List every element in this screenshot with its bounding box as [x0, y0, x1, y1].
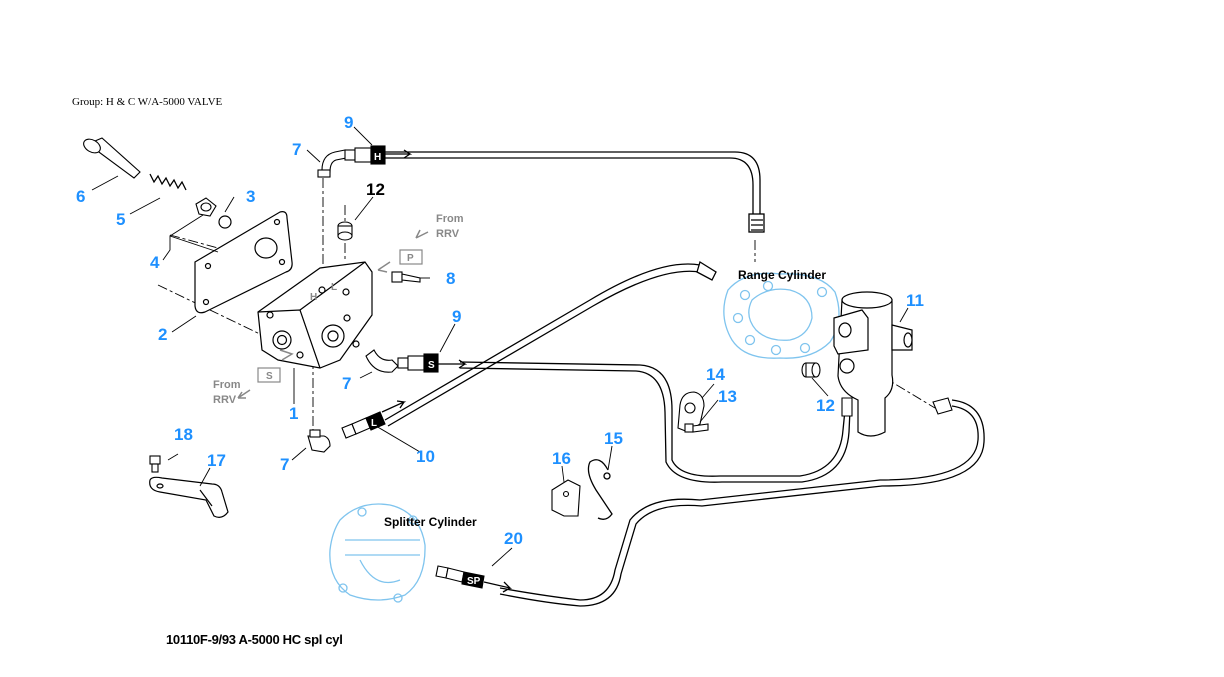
callout-10: 10	[416, 447, 435, 466]
callout-16: 16	[552, 449, 571, 468]
callout-2: 2	[158, 325, 167, 344]
hose-s-arrow	[438, 359, 468, 369]
hose-h-arrow	[385, 149, 413, 159]
callout-7-top: 7	[292, 140, 301, 159]
callout-17: 17	[207, 451, 226, 470]
part-10-fitting	[341, 411, 386, 439]
hose-tag-l: L	[371, 418, 377, 429]
part-12-plug-top	[337, 221, 353, 241]
port-s-label: S	[266, 371, 273, 382]
callout-9-middle: 9	[452, 307, 461, 326]
part-3-oring	[218, 215, 232, 229]
splitter-cylinder-label: Splitter Cylinder	[384, 515, 477, 529]
port-l-label: L	[331, 282, 337, 293]
callout-7-middle: 7	[342, 374, 351, 393]
hose-sp-arrow	[483, 581, 513, 593]
group-label: Group: H & C W/A-5000 VALVE	[72, 96, 223, 108]
callout-7-bottom: 7	[280, 455, 289, 474]
part-7-elbow-middle	[365, 349, 399, 373]
hose-s	[459, 361, 851, 483]
hose-l-arrow	[381, 400, 407, 413]
part-13-bolt	[684, 423, 709, 433]
hose-s-end-fitting	[841, 397, 853, 417]
range-hose-end-fitting	[932, 397, 953, 415]
callout-6: 6	[76, 187, 85, 206]
callout-1: 1	[289, 404, 298, 423]
part-20-fitting	[435, 565, 485, 589]
part-2-plate	[194, 211, 293, 314]
callout-8: 8	[446, 269, 455, 288]
from-rrv-bottom	[237, 349, 294, 399]
callout-4: 4	[150, 253, 160, 272]
splitter-cylinder	[329, 503, 426, 603]
port-h-label: H	[310, 292, 317, 303]
part-6-plunger	[83, 137, 141, 179]
callout-13: 13	[718, 387, 737, 406]
part-16-bracket	[551, 479, 581, 517]
part-17-strap	[149, 476, 229, 518]
hose-h-range	[385, 151, 765, 233]
callout-9-top: 9	[344, 113, 353, 132]
part-9-fitting-middle	[397, 353, 439, 373]
part-12-plug-right	[801, 362, 821, 378]
hose-splitter	[499, 399, 985, 607]
part-18-bolt	[149, 455, 161, 473]
callout-3: 3	[246, 187, 255, 206]
port-p-label: P	[407, 253, 414, 264]
range-cylinder	[723, 272, 840, 359]
part-7-elbow-top	[317, 149, 347, 178]
part-5-spring	[149, 173, 187, 191]
callout-11: 11	[906, 291, 924, 310]
part-7-elbow-bottom	[307, 429, 331, 453]
part-11-valve	[833, 291, 913, 437]
hose-tag-sp: SP	[467, 576, 481, 587]
callout-12-top: 12	[366, 180, 385, 199]
range-cylinder-label: Range Cylinder	[738, 268, 826, 282]
part-9-fitting-top	[344, 145, 386, 165]
from-rrv-top-line1: From	[436, 213, 464, 225]
part-1-valve	[257, 261, 373, 369]
callout-15: 15	[604, 429, 623, 448]
callout-5: 5	[116, 210, 125, 229]
from-rrv-top	[377, 229, 429, 273]
part-15-hook	[587, 459, 613, 520]
callout-14: 14	[706, 365, 725, 384]
part-14-clamp	[677, 391, 705, 433]
callout-12-right: 12	[816, 396, 835, 415]
callout-leaders	[91, 126, 909, 567]
callout-18: 18	[174, 425, 193, 444]
hose-l-range	[384, 260, 717, 427]
hose-tag-s: S	[428, 360, 435, 371]
from-rrv-bottom-line2: RRV	[213, 394, 237, 406]
from-rrv-bottom-line1: From	[213, 379, 241, 391]
part-4-fitting	[195, 197, 217, 217]
callout-20: 20	[504, 529, 523, 548]
hose-tag-h: H	[374, 152, 381, 163]
part-8-bolt	[391, 271, 421, 283]
footer-caption: 10110F-9/93 A-5000 HC spl cyl	[166, 632, 343, 647]
from-rrv-top-line2: RRV	[436, 228, 460, 240]
